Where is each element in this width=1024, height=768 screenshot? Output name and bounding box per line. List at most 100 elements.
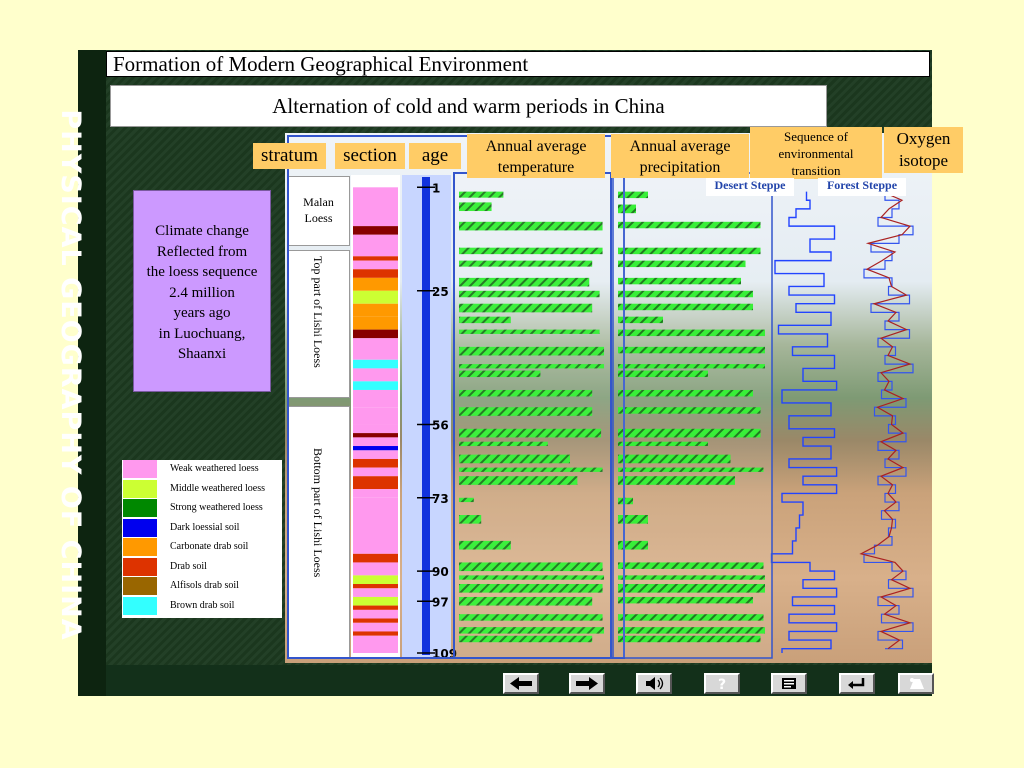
age-tick-label: 25	[432, 285, 449, 299]
temperature-bar	[459, 596, 593, 606]
header-sequence-line-2: environmental	[778, 146, 854, 161]
temperature-bar	[459, 202, 492, 212]
temperature-bar	[459, 575, 605, 580]
precipitation-bar	[618, 575, 765, 580]
temperature-bar	[459, 247, 603, 255]
section-layer	[353, 290, 398, 304]
legend-item: Middle weathered loess	[122, 479, 282, 499]
climate-line-1: Climate change	[155, 223, 249, 239]
svg-text:?: ?	[718, 677, 726, 692]
climate-line-3: the loess sequence	[146, 264, 258, 280]
legend-swatch	[123, 479, 157, 498]
header-temperature-line-1: Annual average	[485, 138, 587, 155]
help-icon: ?	[718, 677, 726, 692]
precipitation-bar	[618, 515, 648, 524]
window-title: Formation of Modern Geographical Environ…	[106, 51, 930, 77]
back-button[interactable]	[503, 673, 539, 694]
legend-item: Dark loessial soil	[122, 518, 282, 538]
temperature-bar	[459, 290, 600, 298]
temperature-bar	[459, 515, 482, 524]
help-button[interactable]: ?	[704, 673, 740, 694]
exit-button[interactable]	[898, 673, 934, 694]
temperature-bar	[459, 221, 603, 231]
section-layer	[353, 631, 398, 636]
section-layer	[353, 575, 398, 585]
transition-column	[770, 191, 838, 653]
legend-label: Weak weathered loess	[170, 463, 259, 474]
precipitation-bar	[618, 260, 746, 268]
header-stratum: stratum	[253, 143, 326, 169]
precipitation-bar	[618, 290, 753, 298]
oxygen-step-line	[863, 191, 914, 650]
precipitation-bar	[618, 562, 764, 569]
exit-icon	[910, 678, 924, 689]
return-button[interactable]	[839, 673, 875, 694]
legend-label: Brown drab soil	[170, 599, 235, 611]
temperature-bar	[459, 627, 605, 634]
header-sequence-line-3: transition	[791, 163, 841, 178]
precipitation-bar	[618, 364, 765, 369]
precipitation-bar	[618, 389, 753, 397]
precipitation-bar	[618, 454, 731, 464]
section-layer	[353, 596, 398, 606]
temperature-bar	[459, 428, 602, 438]
print-button[interactable]	[771, 673, 807, 694]
legend-item: Weak weathered loess	[122, 460, 282, 479]
temperature-bar	[459, 407, 593, 416]
stratum-upper-label: Top part of Lishi Loess	[311, 256, 325, 368]
legend-label: Dark loessial soil	[170, 521, 240, 533]
header-temperature: Annual average temperature	[467, 134, 605, 178]
temperature-bar	[459, 389, 593, 397]
forward-button[interactable]	[569, 673, 605, 694]
forest-steppe-label: Forest Steppe	[818, 178, 906, 196]
temperature-bar	[459, 441, 548, 447]
section-layer	[353, 588, 398, 597]
header-oxygen-line-1: Oxygen	[896, 129, 951, 148]
section-column	[351, 175, 400, 657]
legend-label: Alfisols drab soil	[170, 580, 239, 591]
section-layer	[353, 433, 398, 438]
section-layer	[353, 458, 398, 468]
section-layer	[353, 269, 398, 278]
climate-line-6: in Luochuang,	[158, 325, 246, 342]
climate-info-box: Climate change Reflected from the loess …	[133, 190, 271, 392]
precipitation-bar	[618, 635, 761, 643]
age-tick-label: 73	[432, 492, 449, 506]
age-axis-bar	[422, 177, 430, 655]
side-band	[78, 50, 106, 696]
precipitation-bar	[618, 627, 765, 634]
section-layer	[353, 467, 398, 477]
section-layer	[353, 437, 398, 447]
section-layer	[353, 226, 398, 235]
section-layer	[353, 234, 398, 257]
legend-item: Alfisols drab soil	[122, 577, 282, 596]
age-tick-label: 97	[432, 595, 449, 609]
temperature-bar	[459, 454, 570, 464]
header-precipitation: Annual average precipitation	[611, 134, 749, 178]
section-layer	[353, 187, 398, 227]
transition-curve	[770, 191, 838, 653]
header-precipitation-line-1: Annual average	[629, 138, 731, 155]
temperature-bar	[459, 370, 541, 378]
precipitation-bar	[618, 476, 735, 485]
section-layer	[353, 476, 398, 490]
section-layer	[353, 497, 398, 554]
temperature-bar	[459, 277, 590, 287]
section-layer	[353, 584, 398, 589]
section-layer	[353, 446, 398, 451]
legend-swatch	[123, 596, 157, 615]
temperature-bar	[459, 191, 504, 198]
legend-item: Carbonate drab soil	[122, 538, 282, 557]
stratum-malan-line-1: Malan	[303, 195, 334, 209]
temperature-bar	[459, 329, 600, 334]
header-oxygen-line-2: isotope	[898, 151, 949, 170]
precipitation-bar	[618, 303, 753, 311]
sound-button[interactable]	[636, 673, 672, 694]
climate-line-2: Reflected from	[156, 243, 248, 260]
section-layer	[353, 562, 398, 576]
stratum-malan-label: Malan Loess	[287, 194, 350, 226]
temperature-bar	[459, 303, 593, 313]
precipitation-bar	[618, 204, 636, 214]
